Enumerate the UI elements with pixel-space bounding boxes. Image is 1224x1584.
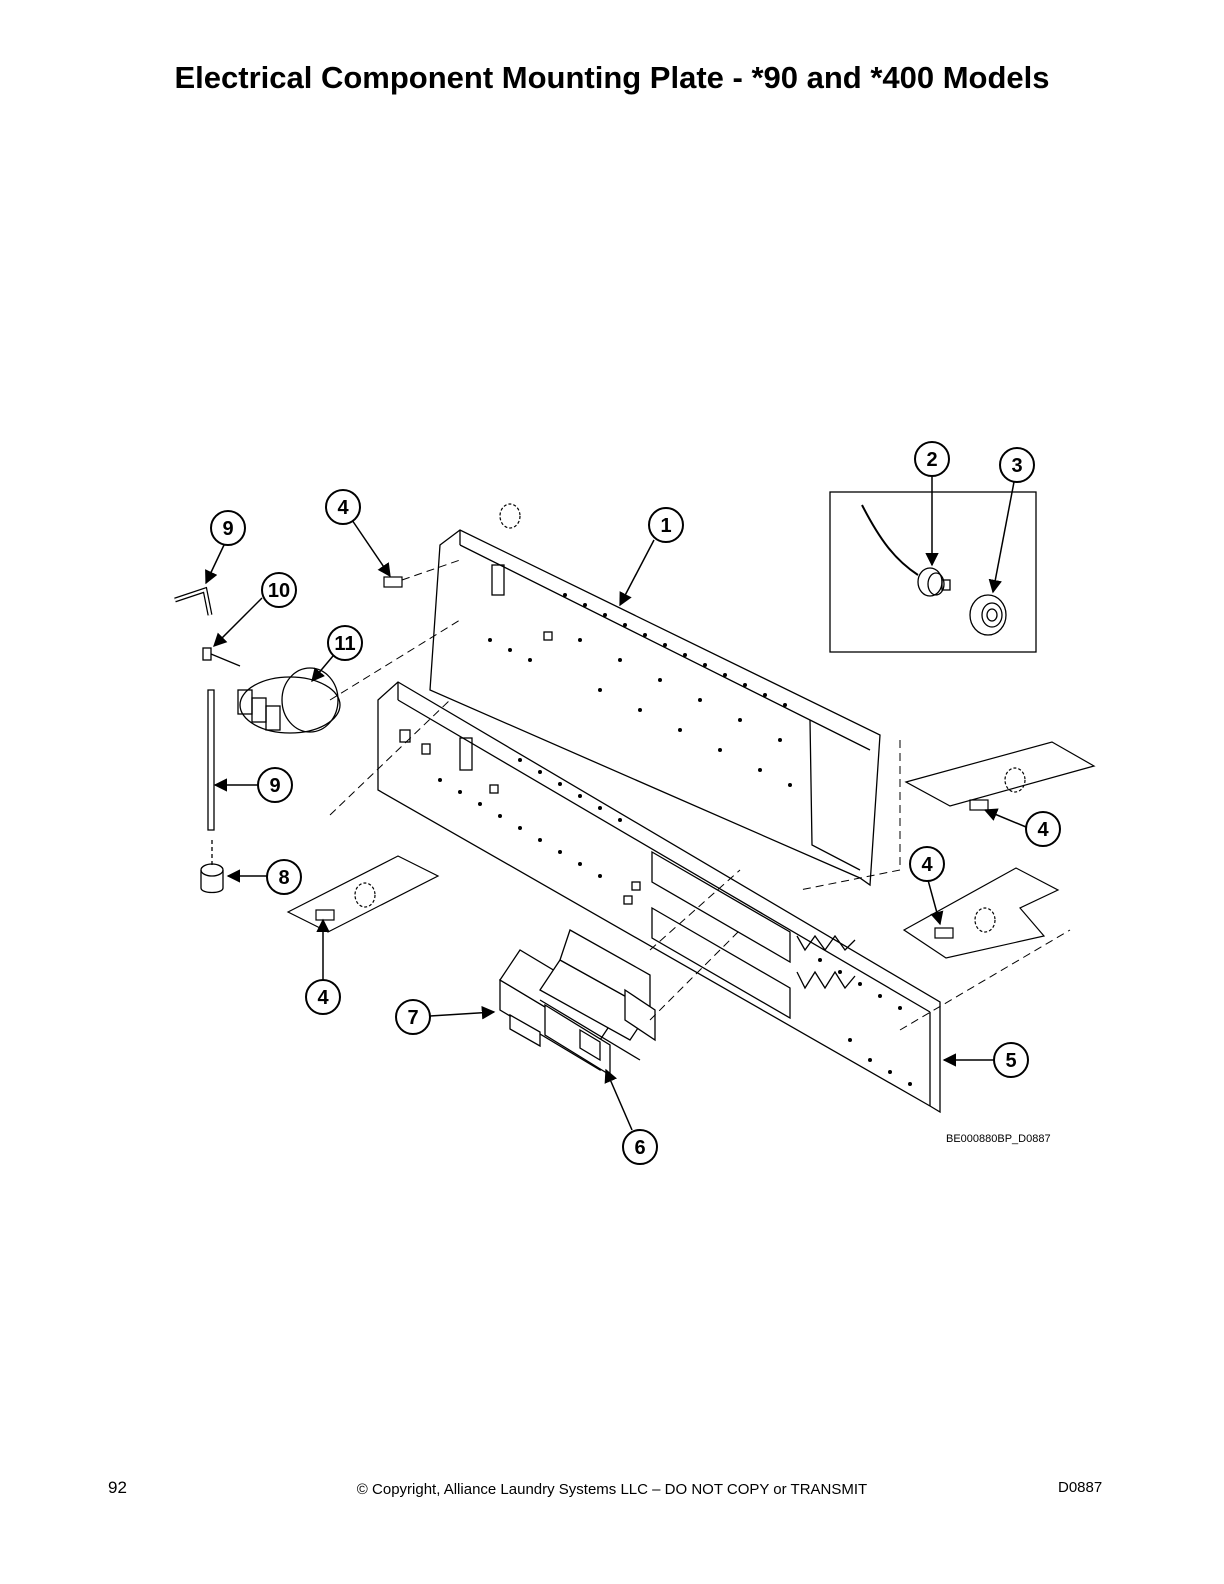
alignment-lines: [329, 559, 1071, 1031]
callout-numbers: 1 2 3 4 4 4 4 5 6 7 8 9 9 10 11: [222, 449, 1049, 1159]
front-plate-holes: [438, 758, 912, 1086]
page-number: 92: [108, 1478, 127, 1497]
callout-6: 6: [634, 1137, 645, 1159]
callout-4-top: 4: [337, 497, 349, 519]
callout-10: 10: [268, 580, 290, 602]
callout-3: 3: [1011, 455, 1022, 477]
front-mounting-plate: [377, 681, 941, 1114]
callout-4-right-lower: 4: [921, 854, 933, 876]
rear-mounting-plate: [429, 529, 881, 887]
callout-circles: [210, 441, 1061, 1165]
contactor-assembly: [499, 929, 656, 1077]
callout-9-lower: 9: [269, 775, 280, 797]
page-title: Electrical Component Mounting Plate - *9…: [174, 60, 1050, 95]
leader-lines: [205, 477, 1027, 1131]
callout-8: 8: [278, 867, 289, 889]
pressure-switch-and-tubing: [174, 586, 341, 894]
callout-11: 11: [334, 633, 355, 655]
drawing-code: BE000880BP_D0887: [946, 1133, 1051, 1145]
screw-insets: [286, 503, 1096, 959]
callout-5: 5: [1005, 1050, 1016, 1072]
copyright-notice: © Copyright, Alliance Laundry Systems LL…: [356, 1481, 868, 1498]
callout-7: 7: [407, 1007, 418, 1029]
rear-plate-holes: [488, 593, 792, 787]
callout-9-top: 9: [222, 518, 233, 540]
callout-4-right: 4: [1037, 819, 1049, 841]
callout-1: 1: [660, 515, 671, 537]
callout-4-left: 4: [317, 987, 329, 1009]
callout-2: 2: [926, 449, 937, 471]
document-code: D0887: [1058, 1479, 1103, 1496]
grommet-detail-inset: [829, 491, 1037, 653]
